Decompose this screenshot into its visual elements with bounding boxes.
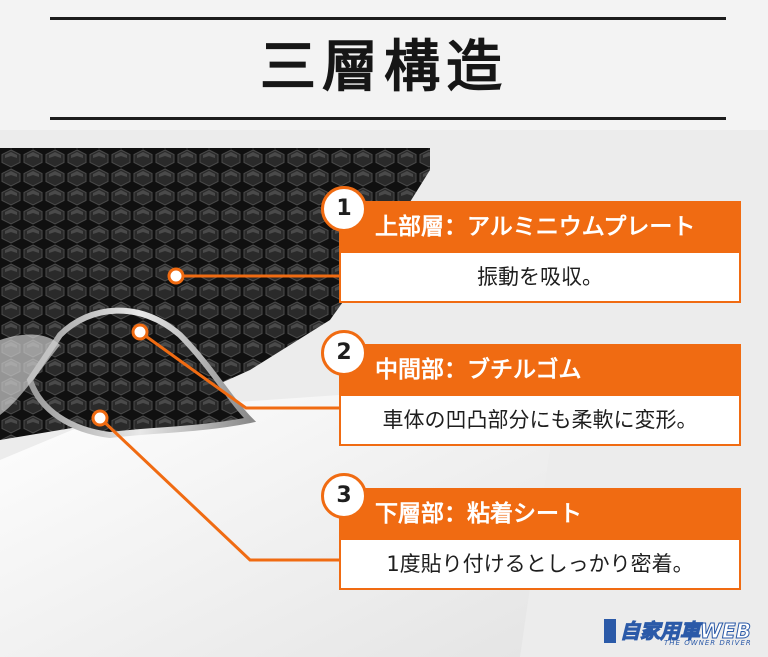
title-rule-bottom bbox=[50, 117, 726, 120]
layer-name-3: 下層部：粘着シート bbox=[339, 488, 741, 540]
leader-dots bbox=[91, 267, 185, 427]
title-rule-top bbox=[50, 17, 726, 20]
layer-card-1: 上部層：アルミニウムプレート 振動を吸収。 bbox=[339, 201, 741, 303]
leader-line-2 bbox=[139, 330, 339, 410]
logo-tagline: THE OWNER DRIVER bbox=[664, 639, 752, 647]
title-area: 三層構造 bbox=[0, 0, 768, 130]
foil-edge bbox=[0, 334, 60, 415]
logo-mark-icon bbox=[604, 619, 616, 643]
layer-description-3: 1度貼り付けるとしっかり密着。 bbox=[339, 540, 741, 590]
layer-number-badge-1: 1 bbox=[321, 186, 367, 232]
layer-name-2: 中間部：ブチルゴム bbox=[339, 344, 741, 396]
logo-name: 自家用車WEB bbox=[620, 619, 752, 644]
site-logo: 自家用車WEB THE OWNER DRIVER bbox=[604, 617, 754, 647]
page-title: 三層構造 bbox=[260, 35, 508, 100]
layer-number-badge-3: 3 bbox=[321, 473, 367, 519]
layer-description-2: 車体の凹凸部分にも柔軟に変形。 bbox=[339, 396, 741, 446]
leader-lines bbox=[98, 274, 339, 562]
leader-dot-2 bbox=[131, 323, 149, 341]
leader-line-3 bbox=[98, 416, 339, 562]
peeled-layer bbox=[26, 307, 257, 439]
leader-dot-1 bbox=[167, 267, 185, 285]
layer-number-badge-2: 2 bbox=[321, 330, 367, 376]
layer-card-3: 下層部：粘着シート 1度貼り付けるとしっかり密着。 bbox=[339, 488, 741, 590]
layer-card-2: 中間部：ブチルゴム 車体の凹凸部分にも柔軟に変形。 bbox=[339, 344, 741, 446]
layer-name-1: 上部層：アルミニウムプレート bbox=[339, 201, 741, 253]
leader-dot-3 bbox=[91, 409, 109, 427]
layer-description-1: 振動を吸収。 bbox=[339, 253, 741, 303]
